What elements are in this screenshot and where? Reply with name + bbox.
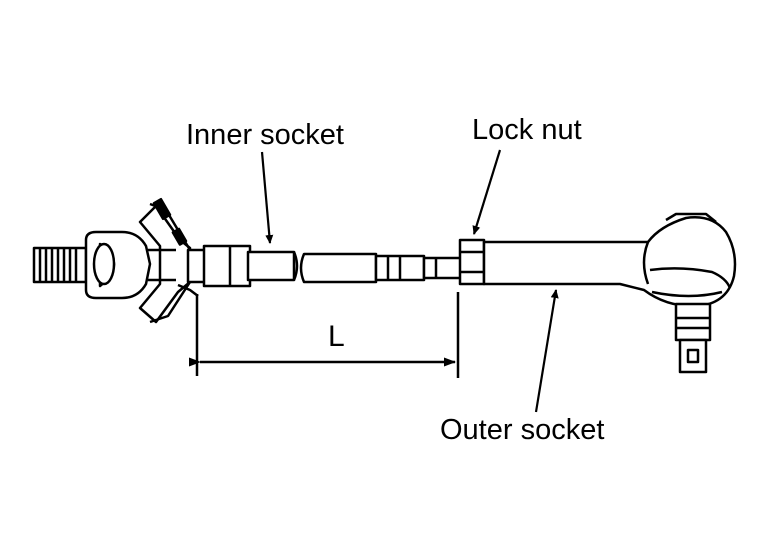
rack-housing bbox=[84, 230, 152, 300]
outer-socket bbox=[482, 212, 737, 374]
inner-socket bbox=[186, 244, 299, 288]
lock-nut-leader-arrow bbox=[472, 149, 502, 235]
inner-socket-leader-arrow bbox=[260, 151, 274, 244]
dimension-l bbox=[189, 292, 460, 378]
boot-clamp bbox=[138, 197, 199, 324]
lock-nut bbox=[458, 238, 486, 286]
outer-socket-label: Outer socket bbox=[440, 414, 605, 446]
dimension-label: L bbox=[328, 320, 345, 353]
inner-socket-label: Inner socket bbox=[186, 119, 344, 151]
tie-rod-shaft bbox=[299, 252, 464, 284]
threaded-shaft-end bbox=[32, 246, 88, 284]
lock-nut-label: Lock nut bbox=[472, 114, 582, 146]
outer-socket-leader-arrow bbox=[534, 289, 559, 413]
